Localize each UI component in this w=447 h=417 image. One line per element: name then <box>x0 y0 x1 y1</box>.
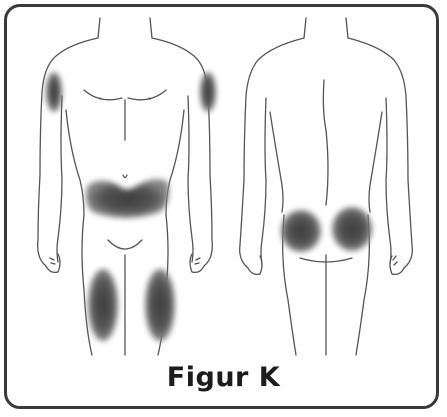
shade-front-right-thigh <box>145 269 175 341</box>
shade-back-left-buttock <box>281 210 321 252</box>
back-body-figure <box>240 18 413 355</box>
figure-caption: Figur K <box>0 362 447 393</box>
shade-front-left-thigh <box>88 269 118 341</box>
shade-front-left-upper-arm <box>46 72 62 112</box>
shade-front-abdomen <box>86 179 169 218</box>
shade-front-right-upper-arm <box>200 72 216 112</box>
front-body-figure <box>38 18 213 355</box>
shade-back-right-buttock <box>332 207 372 251</box>
